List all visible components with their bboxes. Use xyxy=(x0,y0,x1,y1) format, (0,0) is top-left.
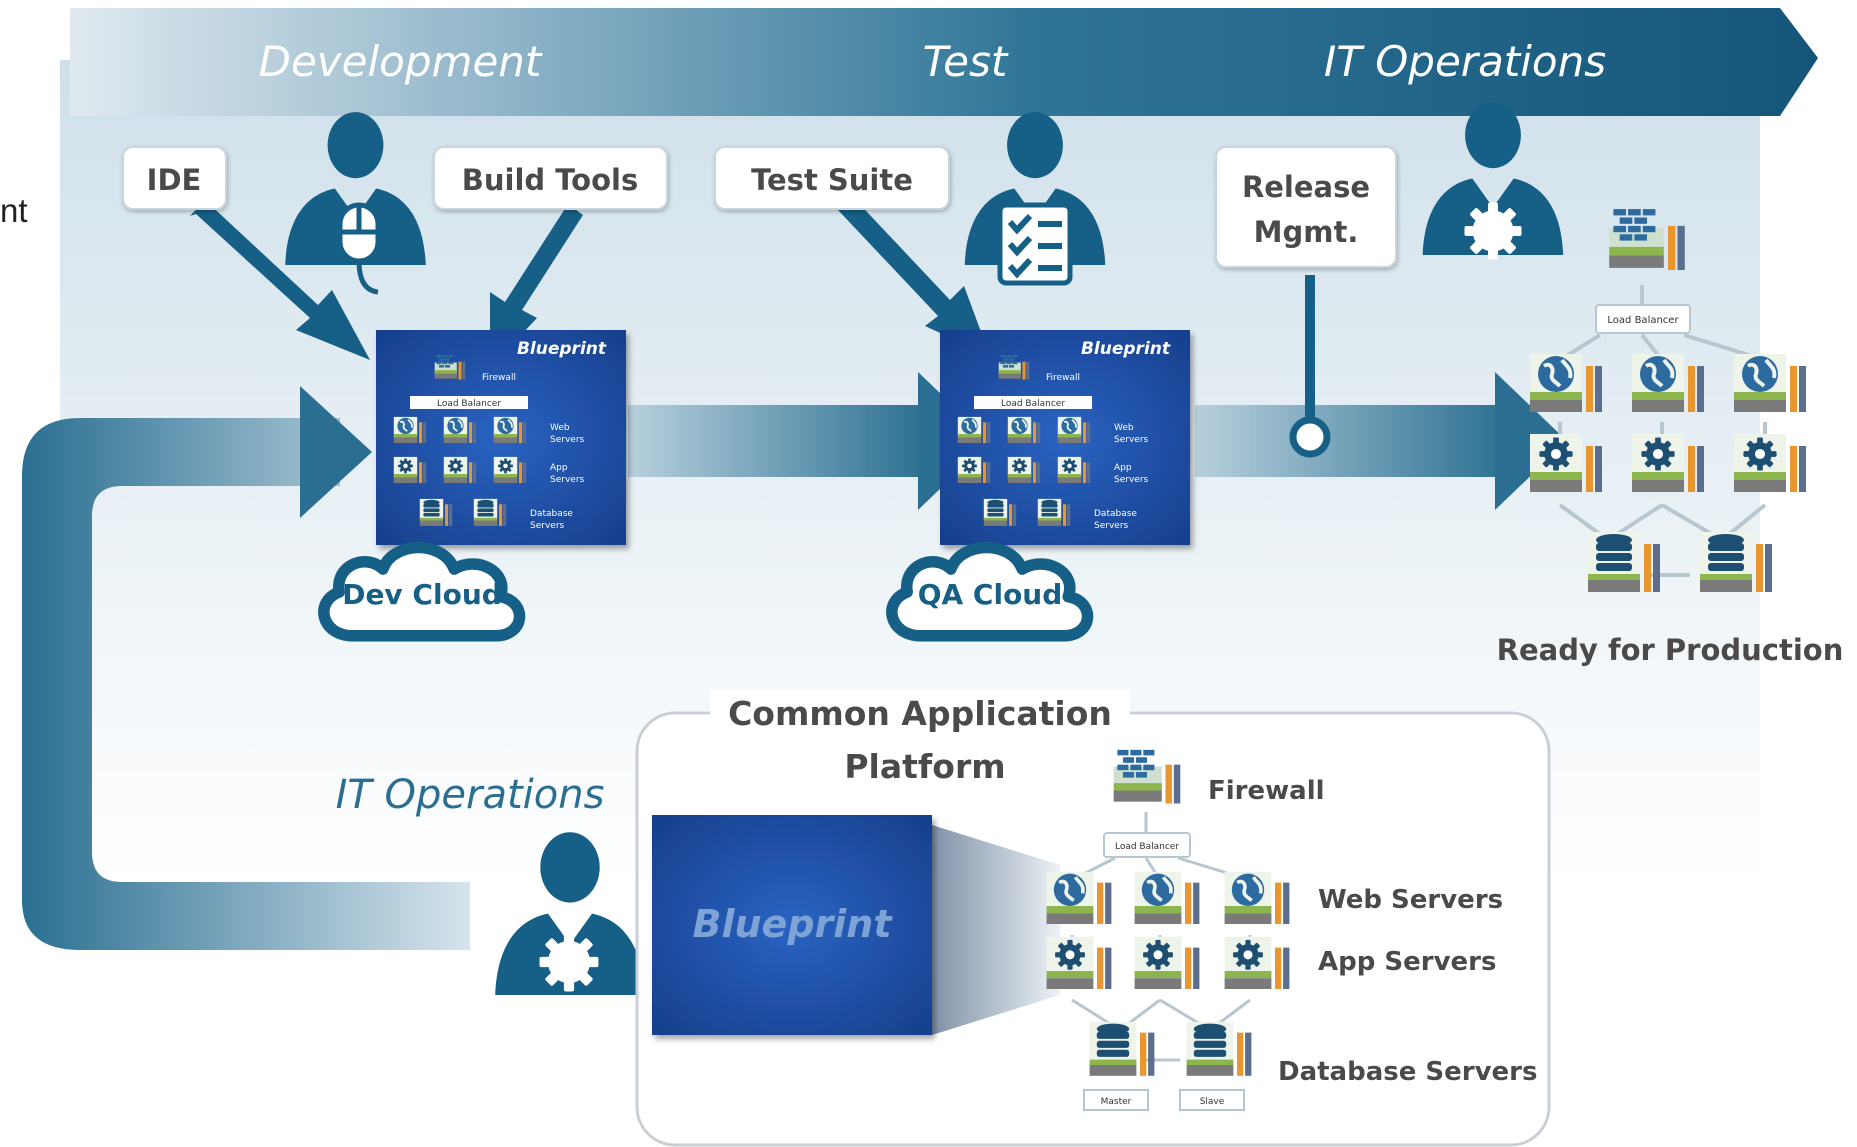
firewall-label: Firewall xyxy=(1046,373,1080,383)
gear-icon xyxy=(1464,202,1522,260)
cropped-side-text: nt xyxy=(0,192,28,229)
web-label-line2: Servers xyxy=(1114,435,1149,445)
blueprint-title: Blueprint xyxy=(1081,339,1171,359)
ide-pointer-arrow xyxy=(190,200,370,360)
load-balancer-label: Load Balancer xyxy=(437,399,501,409)
phase-development: Development xyxy=(259,37,543,86)
phase-it-operations: IT Operations xyxy=(1324,37,1606,86)
master-label: Master xyxy=(1101,1097,1132,1107)
phase-test: Test xyxy=(923,37,1009,86)
ready-for-production-label: Ready for Production xyxy=(1497,633,1844,667)
qa-blueprint-panel: Blueprint Firewall Load Balancer Web Ser… xyxy=(940,330,1190,545)
developer-person-icon xyxy=(285,112,426,295)
platform-title-line2: Platform xyxy=(844,747,1005,786)
db-label-line2: Servers xyxy=(530,521,565,531)
test-suite-box: Test Suite xyxy=(714,146,950,210)
app-label-line1: App xyxy=(1114,463,1132,473)
feedback-loop-band xyxy=(22,418,470,950)
phase-banner xyxy=(70,8,1818,116)
release-label-line1: Release xyxy=(1242,170,1370,204)
tool-pointer-arrows xyxy=(190,196,990,368)
web-server-icon xyxy=(1734,354,1806,412)
ide-box: IDE xyxy=(122,146,227,210)
platform-firewall-label: Firewall xyxy=(1208,776,1325,806)
db-label-line1: Database xyxy=(1094,509,1137,519)
gear-icon xyxy=(539,932,599,992)
build-tools-label: Build Tools xyxy=(462,163,638,197)
database-server-icon xyxy=(1700,532,1772,592)
platform-it-operations-label: IT Operations xyxy=(336,772,605,818)
platform-load-balancer-label: Load Balancer xyxy=(1115,842,1179,852)
platform-web-servers-label: Web Servers xyxy=(1318,885,1503,915)
release-label-line2: Mgmt. xyxy=(1254,215,1359,249)
release-gate-marker xyxy=(1289,416,1331,458)
slave-label: Slave xyxy=(1200,1097,1225,1107)
blueprint-title: Blueprint xyxy=(517,339,607,359)
app-label-line2: Servers xyxy=(550,475,585,485)
web-label-line2: Servers xyxy=(550,435,585,445)
firewall-label: Firewall xyxy=(482,373,516,383)
load-balancer-label: Load Balancer xyxy=(1001,399,1065,409)
checklist-icon xyxy=(997,202,1073,286)
release-mgmt-box: Release Mgmt. xyxy=(1215,146,1397,268)
production-topology: Load Balancer Ready for Production xyxy=(1497,209,1844,667)
prod-load-balancer-label: Load Balancer xyxy=(1607,315,1679,326)
web-label-line1: Web xyxy=(1114,423,1134,433)
db-label-line1: Database xyxy=(530,509,573,519)
test-suite-pointer-arrow xyxy=(838,196,990,356)
qa-cloud-label: QA Cloud xyxy=(918,578,1063,611)
large-blueprint-panel: Blueprint xyxy=(652,815,932,1035)
platform-database-servers-label: Database Servers xyxy=(1278,1057,1537,1087)
tester-person-icon xyxy=(964,112,1106,286)
dev-cloud-label: Dev Cloud xyxy=(342,578,502,611)
app-server-icon xyxy=(1734,434,1806,492)
zoom-projection xyxy=(932,825,1060,1035)
loop-arrow-head xyxy=(300,386,372,518)
dev-blueprint-panel: Blueprint Firewall Load Balancer Web Ser… xyxy=(376,330,626,545)
mouse-icon xyxy=(337,202,381,295)
build-tools-box: Build Tools xyxy=(433,146,668,210)
platform-title-line1: Common Application xyxy=(728,694,1112,733)
app-label-line1: App xyxy=(550,463,568,473)
app-label-line2: Servers xyxy=(1114,475,1149,485)
dev-cloud: Dev Cloud xyxy=(324,548,520,636)
db-label-line2: Servers xyxy=(1094,521,1129,531)
qa-cloud: QA Cloud xyxy=(892,548,1088,636)
build-tools-pointer-arrow xyxy=(490,204,583,368)
ide-label: IDE xyxy=(147,163,202,197)
platform-app-servers-label: App Servers xyxy=(1318,947,1496,977)
test-suite-label: Test Suite xyxy=(751,163,913,197)
large-blueprint-label: Blueprint xyxy=(693,902,894,946)
web-label-line1: Web xyxy=(550,423,570,433)
common-platform-panel: Common Application Platform Blueprint Fi… xyxy=(635,690,1551,1147)
